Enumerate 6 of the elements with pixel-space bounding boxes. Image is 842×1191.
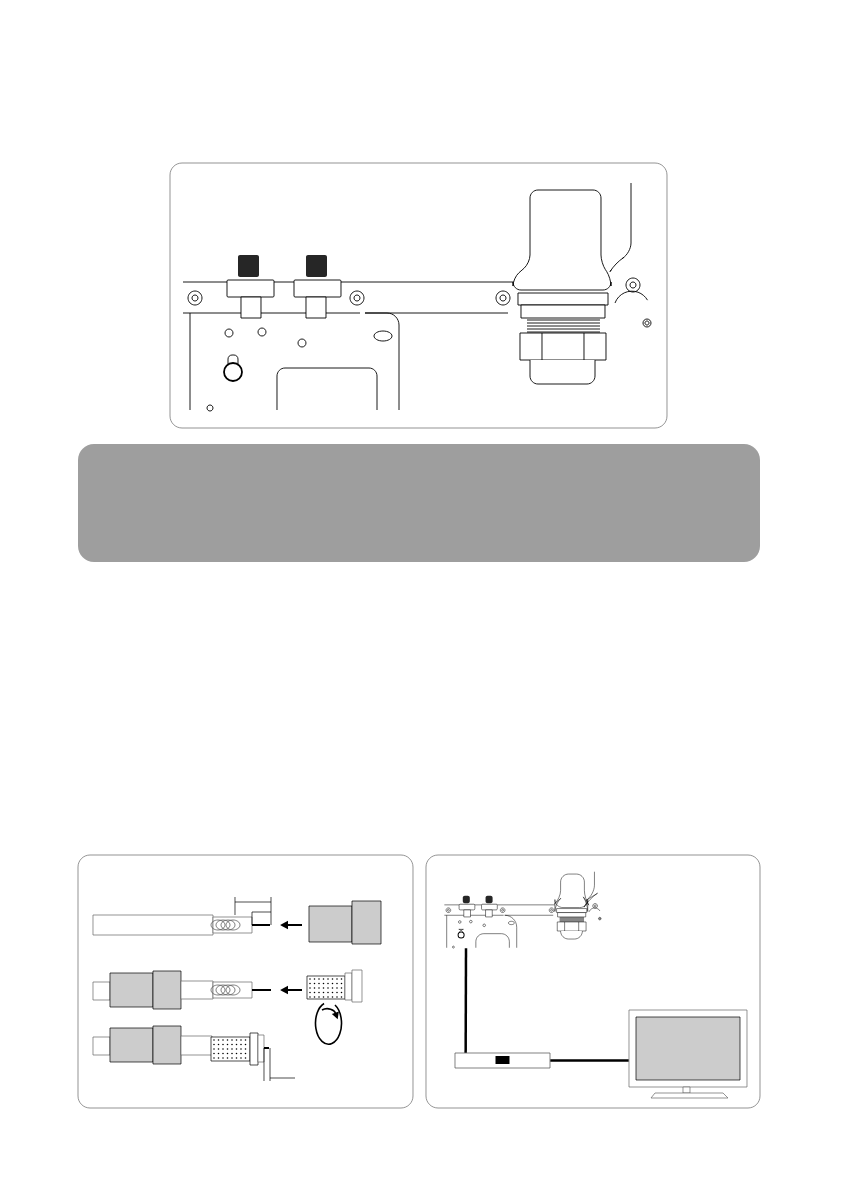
banner [78,444,760,562]
receiver-box [454,1052,551,1069]
device-drawing [444,871,602,949]
cable [550,1059,629,1062]
cable [464,948,468,1053]
tv-drawing [628,1009,748,1099]
